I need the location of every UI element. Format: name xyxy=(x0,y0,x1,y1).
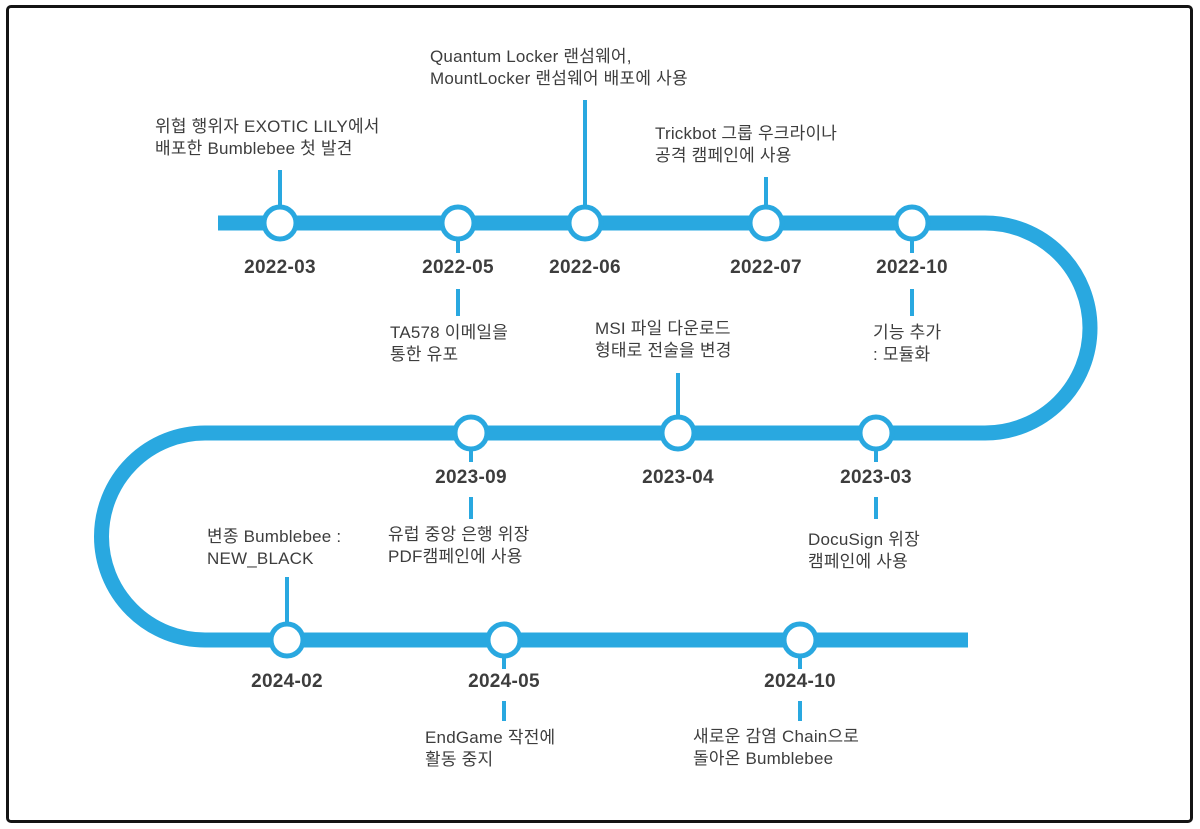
event-node-2024-10 xyxy=(781,621,819,659)
event-date-2023-09: 2023-09 xyxy=(435,467,507,488)
event-date-2023-03: 2023-03 xyxy=(840,467,912,488)
event-label-2022-10: 기능 추가 : 모듈화 xyxy=(873,323,942,364)
event-date-2022-03: 2022-03 xyxy=(244,257,316,278)
event-node-2022-07 xyxy=(747,204,785,242)
event-node-2022-03 xyxy=(261,204,299,242)
event-node-2022-10 xyxy=(893,204,931,242)
event-node-2024-02 xyxy=(268,621,306,659)
event-date-2022-07: 2022-07 xyxy=(730,257,802,278)
event-node-2022-05 xyxy=(439,204,477,242)
event-node-2024-05 xyxy=(485,621,523,659)
event-label-2024-10: 새로운 감염 Chain으로 돌아온 Bumblebee xyxy=(693,727,860,768)
event-label-2024-05: EndGame 작전에 활동 중지 xyxy=(425,728,556,769)
event-date-2024-05: 2024-05 xyxy=(468,671,540,692)
event-label-2023-09: 유럽 중앙 은행 위장 PDF캠페인에 사용 xyxy=(388,525,530,566)
event-date-2024-02: 2024-02 xyxy=(251,671,323,692)
event-label-2022-06: Quantum Locker 랜섬웨어, MountLocker 랜섬웨어 배포… xyxy=(430,47,688,88)
event-label-2023-03: DocuSign 위장 캠페인에 사용 xyxy=(808,530,920,571)
event-label-2022-03: 위협 행위자 EXOTIC LILY에서 배포한 Bumblebee 첫 발견 xyxy=(155,117,380,158)
event-node-2022-06 xyxy=(566,204,604,242)
event-label-2024-02: 변종 Bumblebee : NEW_BLACK xyxy=(207,527,342,568)
event-label-2022-07: Trickbot 그룹 우크라이나 공격 캠페인에 사용 xyxy=(655,124,838,165)
event-node-2023-04 xyxy=(659,414,697,452)
timeline-path xyxy=(94,215,1098,648)
event-date-2022-05: 2022-05 xyxy=(422,257,494,278)
event-node-2023-09 xyxy=(452,414,490,452)
event-date-2022-06: 2022-06 xyxy=(549,257,621,278)
event-date-2024-10: 2024-10 xyxy=(764,671,836,692)
event-node-2023-03 xyxy=(857,414,895,452)
event-date-2022-10: 2022-10 xyxy=(876,257,948,278)
event-label-2023-04: MSI 파일 다운로드 형태로 전술을 변경 xyxy=(595,319,732,360)
event-date-2023-04: 2023-04 xyxy=(642,467,714,488)
event-label-2022-05: TA578 이메일을 통한 유포 xyxy=(390,323,509,364)
